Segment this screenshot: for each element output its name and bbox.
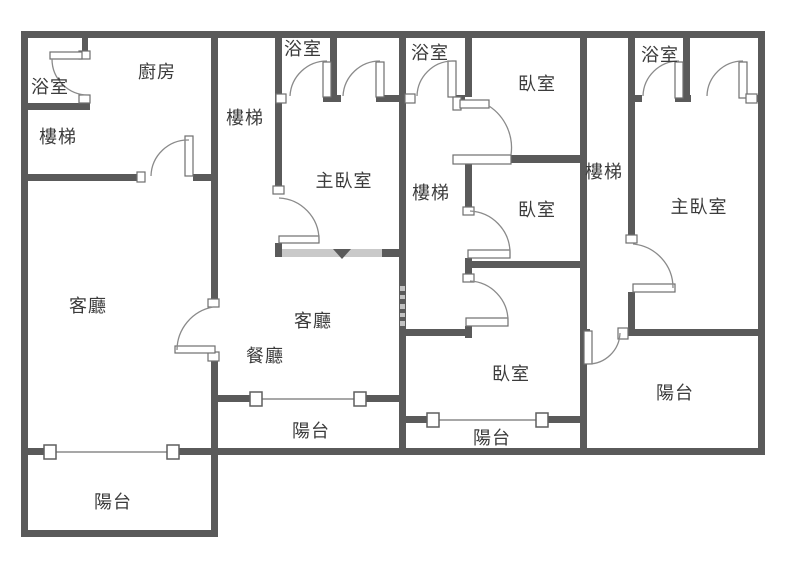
room-label-balcony-d: 陽台 [656,383,694,403]
room-label-bathroom-a: 浴室 [31,77,69,97]
room-label-master-bedroom-b: 主臥室 [315,171,373,191]
room-label-living-room-b: 客廳 [294,311,332,331]
unit-b-walls [211,31,405,402]
room-label-master-bedroom-d: 主臥室 [670,197,728,217]
room-label-balcony-c: 陽台 [473,428,511,448]
room-label-bathroom-d: 浴室 [641,45,679,65]
room-label-balcony-a: 陽台 [94,492,132,512]
room-label-stairs-b: 樓梯 [226,108,264,128]
window-lines [56,398,537,453]
room-label-balcony-b: 陽台 [292,421,330,441]
door-leaves [49,50,758,365]
party-walls [211,31,587,537]
watermark-marks [400,286,405,326]
room-label-kitchen: 廚房 [138,62,176,82]
outer-walls [21,31,765,537]
room-label-bathroom-b: 浴室 [284,39,322,59]
windows [43,391,549,460]
room-label-stairs-a: 樓梯 [39,127,77,147]
room-label-stairs-c: 樓梯 [412,183,450,203]
room-label-living-room-a: 客廳 [69,296,107,316]
room-label-stairs-d: 樓梯 [585,162,623,182]
room-label-bedroom-c-middle: 臥室 [518,200,556,220]
room-label-bedroom-c-top: 臥室 [518,74,556,94]
door-arcs [51,58,744,365]
room-label-dining-room: 餐廳 [246,346,284,366]
room-label-bathroom-c: 浴室 [411,43,449,63]
room-label-bedroom-c-bottom: 臥室 [492,364,530,384]
